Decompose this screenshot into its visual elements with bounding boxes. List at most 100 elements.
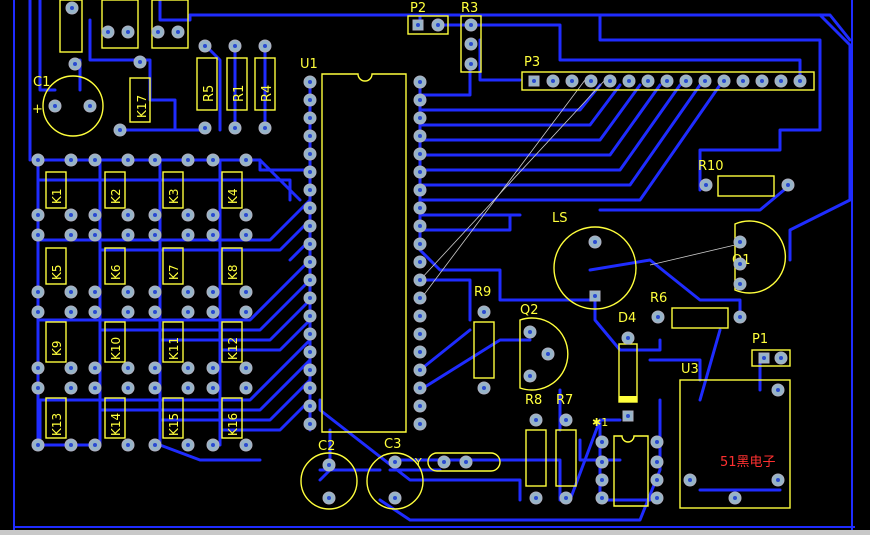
key-K15-label: K15 bbox=[167, 413, 181, 436]
pad-hole bbox=[776, 478, 780, 482]
pad-hole bbox=[156, 30, 160, 34]
pad-hole bbox=[665, 79, 669, 83]
pad-hole bbox=[608, 79, 612, 83]
pad-hole bbox=[153, 290, 157, 294]
pad-hole bbox=[733, 496, 737, 500]
key-K6-label: K6 bbox=[109, 264, 123, 280]
pad-hole bbox=[308, 260, 312, 264]
pad-hole bbox=[36, 158, 40, 162]
pad-hole bbox=[551, 79, 555, 83]
pad-hole bbox=[244, 366, 248, 370]
pad-hole bbox=[69, 158, 73, 162]
pad-hole bbox=[482, 310, 486, 314]
pad-hole bbox=[655, 460, 659, 464]
resistor-R4-label: R4 bbox=[260, 85, 275, 102]
pad-hole bbox=[600, 460, 604, 464]
header-P1-label: P1 bbox=[752, 332, 768, 347]
ic-U1: U1 bbox=[300, 57, 407, 433]
pad-hole bbox=[244, 443, 248, 447]
crystal-Y-outline bbox=[427, 452, 501, 472]
buzzer-LS-label: LS bbox=[552, 211, 568, 226]
resistor-R1-outline bbox=[226, 57, 248, 111]
pad-hole bbox=[153, 233, 157, 237]
pad-hole bbox=[418, 98, 422, 102]
pad-hole bbox=[688, 478, 692, 482]
pad-hole bbox=[244, 158, 248, 162]
horizontal-scrollbar[interactable] bbox=[0, 530, 870, 535]
pad-hole bbox=[655, 496, 659, 500]
pad-hole bbox=[308, 404, 312, 408]
resistor-R7-outline bbox=[555, 429, 577, 487]
resistor-R10-outline bbox=[717, 175, 775, 197]
resistor-R3-outline bbox=[460, 15, 482, 73]
ratsnest-lines bbox=[419, 79, 736, 301]
pad-hole bbox=[36, 366, 40, 370]
header-P2-outline bbox=[407, 15, 449, 35]
key-K8-label: K8 bbox=[226, 264, 240, 280]
key-K14-label: K14 bbox=[109, 413, 123, 436]
pad-hole bbox=[442, 460, 446, 464]
pad-hole bbox=[646, 79, 650, 83]
key-K5-label: K5 bbox=[50, 264, 64, 280]
pad-hole bbox=[73, 62, 77, 66]
resistor-R8-label: R8 bbox=[525, 393, 542, 408]
pad-hole bbox=[528, 330, 532, 334]
pad-hole bbox=[779, 79, 783, 83]
key-matrix: K1 K2 K3 K4 K5 K6 K7 K8 K9 K10 K11 K12 K… bbox=[45, 171, 243, 439]
pad-hole bbox=[106, 30, 110, 34]
pad-hole bbox=[186, 366, 190, 370]
pad-hole bbox=[186, 386, 190, 390]
capacitor-C2-label: C2 bbox=[318, 439, 335, 454]
key-K2-label: K2 bbox=[109, 188, 123, 204]
pad-hole bbox=[722, 79, 726, 83]
key-K3-outline bbox=[162, 171, 184, 209]
key-K3-label: K3 bbox=[167, 188, 181, 204]
pad-hole bbox=[308, 278, 312, 282]
pad-hole bbox=[418, 350, 422, 354]
pad-hole bbox=[211, 158, 215, 162]
pad-hole bbox=[418, 368, 422, 372]
pad-hole bbox=[393, 460, 397, 464]
capacitor-C2-outline bbox=[300, 452, 358, 510]
pad-hole bbox=[69, 366, 73, 370]
pad-hole bbox=[153, 366, 157, 370]
pad-hole bbox=[203, 126, 207, 130]
pad-hole bbox=[36, 310, 40, 314]
ic-U1-label: U1 bbox=[300, 57, 318, 72]
key-K7-label: K7 bbox=[167, 264, 181, 280]
pad-hole bbox=[126, 30, 130, 34]
key-K12-outline bbox=[221, 321, 243, 363]
pad-hole bbox=[308, 98, 312, 102]
pad-hole bbox=[418, 206, 422, 210]
pad-hole bbox=[593, 294, 597, 298]
key-K9-label: K9 bbox=[50, 340, 64, 356]
pad-hole bbox=[186, 213, 190, 217]
pad-hole bbox=[53, 104, 57, 108]
pad-hole bbox=[308, 80, 312, 84]
pad-hole bbox=[418, 422, 422, 426]
pad-hole bbox=[418, 386, 422, 390]
top-component-2-outline bbox=[101, 0, 139, 49]
pad-hole bbox=[308, 116, 312, 120]
pad-hole bbox=[211, 443, 215, 447]
top-left-components: C1 + K17 R5 R1 R4 bbox=[32, 0, 276, 137]
pad-hole bbox=[138, 60, 142, 64]
pad-hole bbox=[186, 290, 190, 294]
resistor-R9-outline bbox=[473, 321, 495, 379]
ic-U3-outline bbox=[679, 379, 791, 509]
pad-hole bbox=[593, 240, 597, 244]
pad-hole bbox=[308, 368, 312, 372]
pad-hole bbox=[126, 310, 130, 314]
pad-hole bbox=[469, 23, 473, 27]
pad-hole bbox=[600, 478, 604, 482]
pad-hole bbox=[627, 79, 631, 83]
pad-hole bbox=[244, 233, 248, 237]
pad-hole bbox=[327, 496, 331, 500]
pad-hole bbox=[69, 290, 73, 294]
pad-hole bbox=[211, 233, 215, 237]
pad-hole bbox=[626, 414, 630, 418]
pad-hole bbox=[703, 79, 707, 83]
pad-hole bbox=[469, 62, 473, 66]
resistor-R6-outline bbox=[671, 307, 729, 329]
